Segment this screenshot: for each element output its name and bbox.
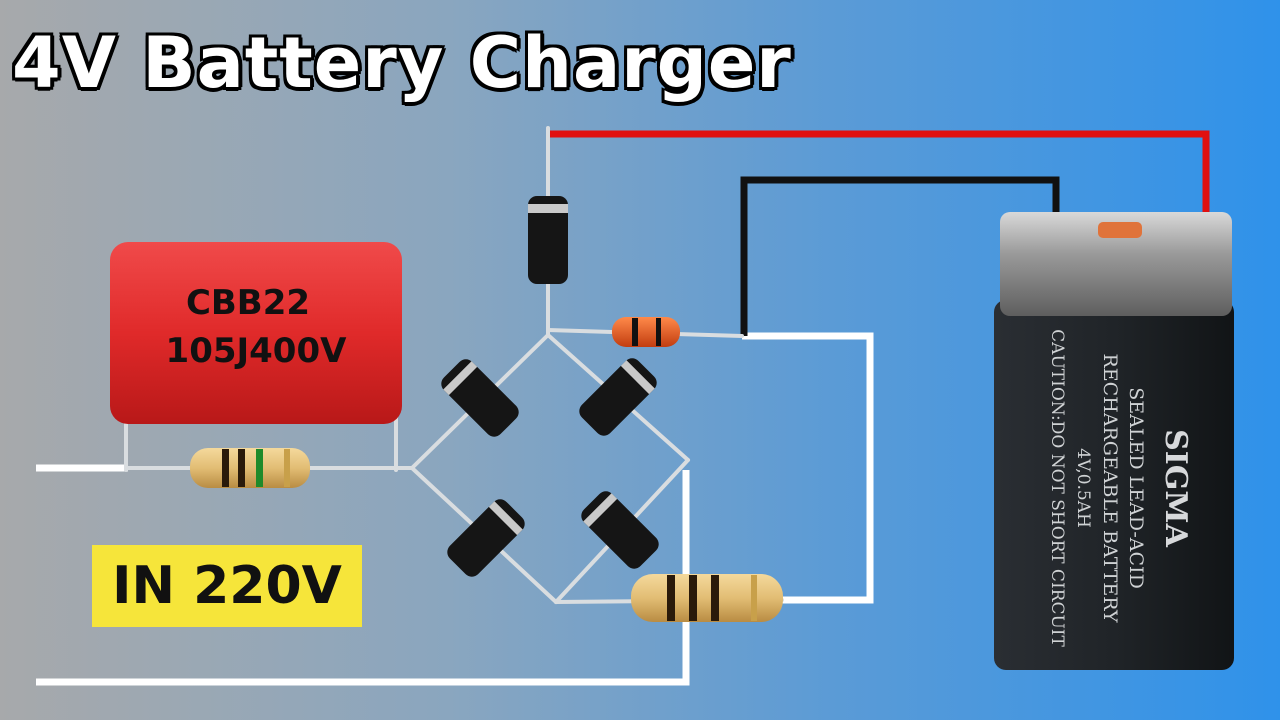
resistor-icon	[190, 448, 310, 488]
diode-icon	[528, 196, 568, 284]
positive-wire	[548, 130, 1210, 212]
battery-line3: 4V,0.5AH	[1073, 448, 1093, 528]
diode-icon	[441, 359, 519, 437]
battery-terminal	[1098, 222, 1142, 238]
negative-wire	[740, 176, 1060, 336]
capacitor-label-line2: 105J400V	[166, 331, 348, 371]
capacitor: CBB22 105J400V	[110, 242, 402, 424]
bridge-diode-3	[447, 499, 525, 577]
led-icon	[612, 317, 680, 347]
page-title: 4V Battery Charger	[12, 22, 792, 104]
diode-icon	[579, 358, 657, 436]
output-wire	[742, 332, 874, 604]
bridge-diode-1	[441, 359, 519, 437]
resistor-1	[190, 448, 310, 488]
battery-line4: CAUTION:DO NOT SHORT CIRCUIT	[1047, 329, 1067, 647]
white-wires	[36, 332, 874, 686]
battery-brand: SIGMA	[1158, 429, 1193, 548]
battery: SIGMA SEALED LEAD-ACID RECHARGEABLE BATT…	[994, 212, 1234, 670]
capacitor-label-line1: CBB22	[186, 283, 310, 323]
resistor-icon	[631, 574, 783, 622]
series-diode	[528, 196, 568, 284]
bridge-diode-4	[581, 491, 659, 569]
input-voltage-label: IN 220V	[92, 545, 362, 627]
capacitor-icon	[110, 242, 402, 424]
input-wire-bottom	[36, 470, 690, 686]
indicator-diode	[612, 317, 680, 347]
resistor-2	[631, 574, 783, 622]
battery-line1: SEALED LEAD-ACID	[1125, 387, 1147, 589]
bridge-diode-2	[579, 358, 657, 436]
battery-top	[1000, 212, 1232, 316]
battery-line2: RECHARGEABLE BATTERY	[1099, 353, 1121, 623]
battery-icon	[994, 300, 1234, 670]
